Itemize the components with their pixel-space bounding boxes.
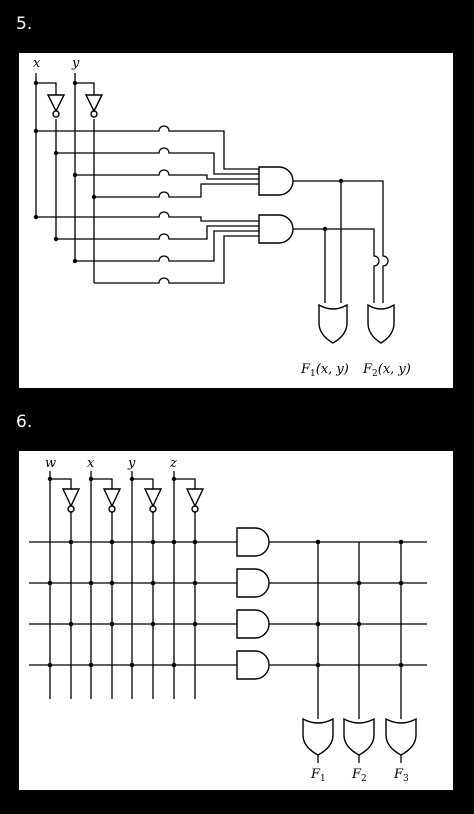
or-gate-f1	[318, 303, 348, 344]
and1-input-wires	[36, 125, 259, 198]
output-label-f1: F1	[310, 767, 326, 784]
and-gate-4	[236, 650, 270, 680]
and2-input-wires	[36, 211, 259, 284]
and-gate-1	[258, 166, 294, 196]
problem-6-diagram: w x y z	[19, 451, 453, 790]
or-input-wires	[317, 542, 402, 719]
output-label-f2: F2(x, y)	[362, 362, 411, 379]
or-gate-f2	[367, 303, 395, 344]
not-gate-z	[185, 488, 205, 513]
and-output-rows	[269, 541, 427, 666]
input-label-y: y	[127, 456, 136, 471]
input-label-w: w	[45, 456, 56, 471]
circuit-6: w x y z	[29, 456, 427, 784]
input-stubs	[49, 471, 196, 489]
problem-6-number: 6.	[16, 412, 33, 432]
output-stubs	[317, 755, 402, 763]
or-gate-f2	[343, 717, 375, 756]
input-label-y: y	[71, 56, 80, 71]
or-gate-f1	[302, 717, 334, 756]
circuit-5: x y	[33, 56, 411, 379]
or-gate-f3	[385, 717, 417, 756]
and-gate-3	[236, 609, 270, 639]
output-label-f2: F2	[351, 767, 367, 784]
not-gate-w	[61, 488, 81, 513]
and-gate-2	[236, 568, 270, 598]
input-label-x: x	[33, 56, 41, 71]
not-gate-y	[143, 488, 163, 513]
not-gate-x	[102, 488, 122, 513]
and-gate-2	[258, 214, 294, 244]
output-label-f3: F3	[393, 767, 409, 784]
junction-dots	[33, 80, 97, 264]
not-gate-y	[84, 94, 104, 118]
and-output-wires	[293, 178, 389, 303]
junction-dots	[47, 476, 198, 668]
output-junction-dots	[315, 539, 404, 668]
problem-5-number: 5.	[16, 14, 33, 34]
input-label-x: x	[87, 456, 95, 471]
input-stubs	[35, 73, 95, 95]
input-label-z: z	[169, 456, 177, 471]
vertical-wires	[35, 83, 95, 283]
problem-5-diagram: x y	[19, 53, 453, 388]
output-label-f1: F1(x, y)	[300, 362, 349, 379]
not-gate-x	[46, 94, 66, 118]
and-input-rows	[29, 541, 237, 666]
and-gate-1	[236, 527, 270, 557]
